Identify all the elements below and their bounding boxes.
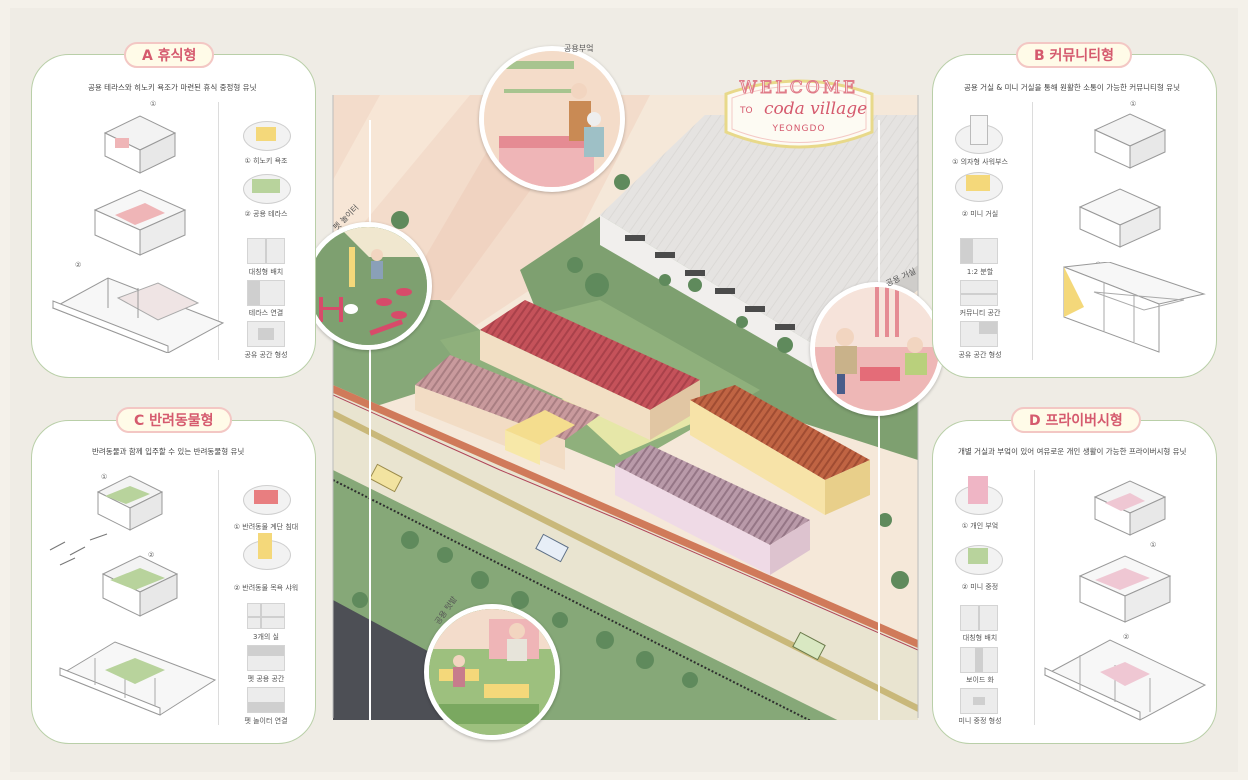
bubble-shared-living: [810, 282, 944, 416]
card-c-icon1: [243, 485, 291, 515]
card-b-title: B 커뮤니티형: [1016, 42, 1132, 68]
card-b-icon3: [960, 238, 998, 264]
card-b-desc: 공용 거실 & 미니 거실을 통해 원활한 소통이 가능한 커뮤니티형 유닛: [964, 83, 1180, 92]
card-d-icon5: [960, 688, 998, 714]
card-c-title: C 반려동물형: [116, 407, 232, 433]
card-c-iso-pets: [49, 533, 108, 566]
card-d-icon4: [960, 647, 998, 673]
card-a-divider: [218, 102, 219, 360]
card-c-num2: ②: [148, 551, 155, 559]
card-a-icon1: [243, 121, 291, 151]
bubble-pet-playground: [304, 222, 432, 350]
card-c-cap5: 펫 놀이터 연결: [244, 717, 288, 725]
card-a-icon4: [247, 280, 285, 306]
card-d-cap5: 미니 중정 형성: [958, 717, 1002, 725]
card-c-cap3: 3개의 실: [253, 633, 279, 641]
card-c-cap1: ① 반려동물 계단 침대: [233, 523, 299, 531]
card-d-cap2: ② 미니 중정: [961, 583, 999, 591]
card-d-iso-2: [1078, 555, 1172, 623]
card-b-cap2: ② 미니 거실: [961, 210, 999, 218]
card-c-iso-1: [96, 475, 164, 531]
card-a-icon3: [247, 238, 285, 264]
card-c-icon5: [247, 687, 285, 713]
card-d-icon1: [955, 476, 1003, 515]
card-b-cap4: 커뮤니티 공간: [959, 309, 1001, 317]
card-d-cap1: ① 개인 부엌: [961, 522, 999, 530]
card-a-iso-2: [93, 189, 187, 256]
bubble-label-kitchen: 공용부엌: [564, 44, 594, 53]
card-b-iso-3: [1063, 262, 1206, 353]
sign-sub: YEONGDO: [772, 124, 826, 134]
card-c-icon2: [243, 533, 291, 570]
card-d-num1: ①: [1150, 541, 1157, 549]
card-b-icon1: [955, 115, 1003, 154]
card-b-num1: ①: [1130, 100, 1137, 108]
card-a-cap3: 대칭형 배치: [248, 268, 284, 276]
card-c-desc: 반려동물과 함께 입주할 수 있는 반려동물형 유닛: [92, 447, 245, 456]
card-c-icon4: [247, 645, 285, 671]
card-b-cap1: ① 의자형 사워부스: [952, 158, 1008, 166]
card-b-iso-1: [1093, 113, 1167, 169]
card-c-cap4: 펫 공용 공간: [247, 675, 285, 683]
frame-line-right: [878, 120, 880, 720]
card-b-cap5: 공유 공간 형성: [958, 351, 1002, 359]
card-c-divider: [218, 470, 219, 725]
card-c-icon3: [247, 603, 285, 629]
card-b-iso-2: [1078, 188, 1162, 248]
card-a-iso-3: [51, 277, 225, 353]
card-a-cap5: 공유 공간 형성: [244, 351, 288, 359]
welcome-sign: WELCOME TO coda village YEONGDO: [716, 72, 882, 158]
frame-line-left: [369, 120, 371, 720]
card-a-title: A 휴식형: [124, 42, 215, 68]
card-d-iso-3: [1043, 639, 1207, 721]
card-a-cap4: 테라스 연결: [248, 309, 284, 317]
card-a-cap2: ② 공용 테라스: [244, 210, 288, 218]
card-d-icon2: [955, 545, 1003, 575]
card-b-cap3: 1:2 분할: [966, 268, 994, 276]
card-c-num1: ①: [101, 473, 108, 481]
card-b-icon2: [955, 172, 1003, 202]
card-d-num2: ②: [1123, 633, 1130, 641]
card-d-cap3: 대칭형 배치: [962, 634, 998, 642]
card-d-divider: [1034, 470, 1035, 725]
card-c-cap2: ② 반려동물 목욕 샤워: [233, 584, 299, 592]
card-b-icon5: [960, 321, 998, 347]
card-d-desc: 개별 거실과 부엌이 있어 여유로운 개인 생활이 가능한 프라이버시형 유닛: [958, 447, 1187, 456]
card-d-iso-1: [1093, 480, 1167, 536]
bubble-shared-kitchen: [479, 46, 625, 192]
card-a-desc: 공용 테라스와 히노키 욕조가 마련된 휴식 중정형 유닛: [88, 83, 257, 92]
card-a-icon2: [243, 174, 291, 204]
card-c-iso-2: [101, 555, 179, 617]
card-a-icon5: [247, 321, 285, 347]
card-a-num2: ②: [75, 261, 82, 269]
card-a-cap1: ① 히노키 욕조: [244, 157, 288, 165]
card-d-icon3: [960, 605, 998, 631]
card-b-divider: [1032, 102, 1033, 360]
sign-to: TO: [740, 106, 753, 116]
sign-welcome: WELCOME: [739, 78, 859, 99]
card-b-icon4: [960, 280, 998, 306]
sign-name: coda village: [764, 99, 868, 119]
card-d-cap4: 보이드 화: [966, 676, 994, 684]
card-a-num1: ①: [150, 100, 157, 108]
card-c-iso-3: [58, 641, 217, 716]
card-d-title: D 프라이버시형: [1011, 407, 1141, 433]
card-a-iso-1: [103, 115, 177, 174]
bubble-shared-garden: [424, 604, 560, 740]
